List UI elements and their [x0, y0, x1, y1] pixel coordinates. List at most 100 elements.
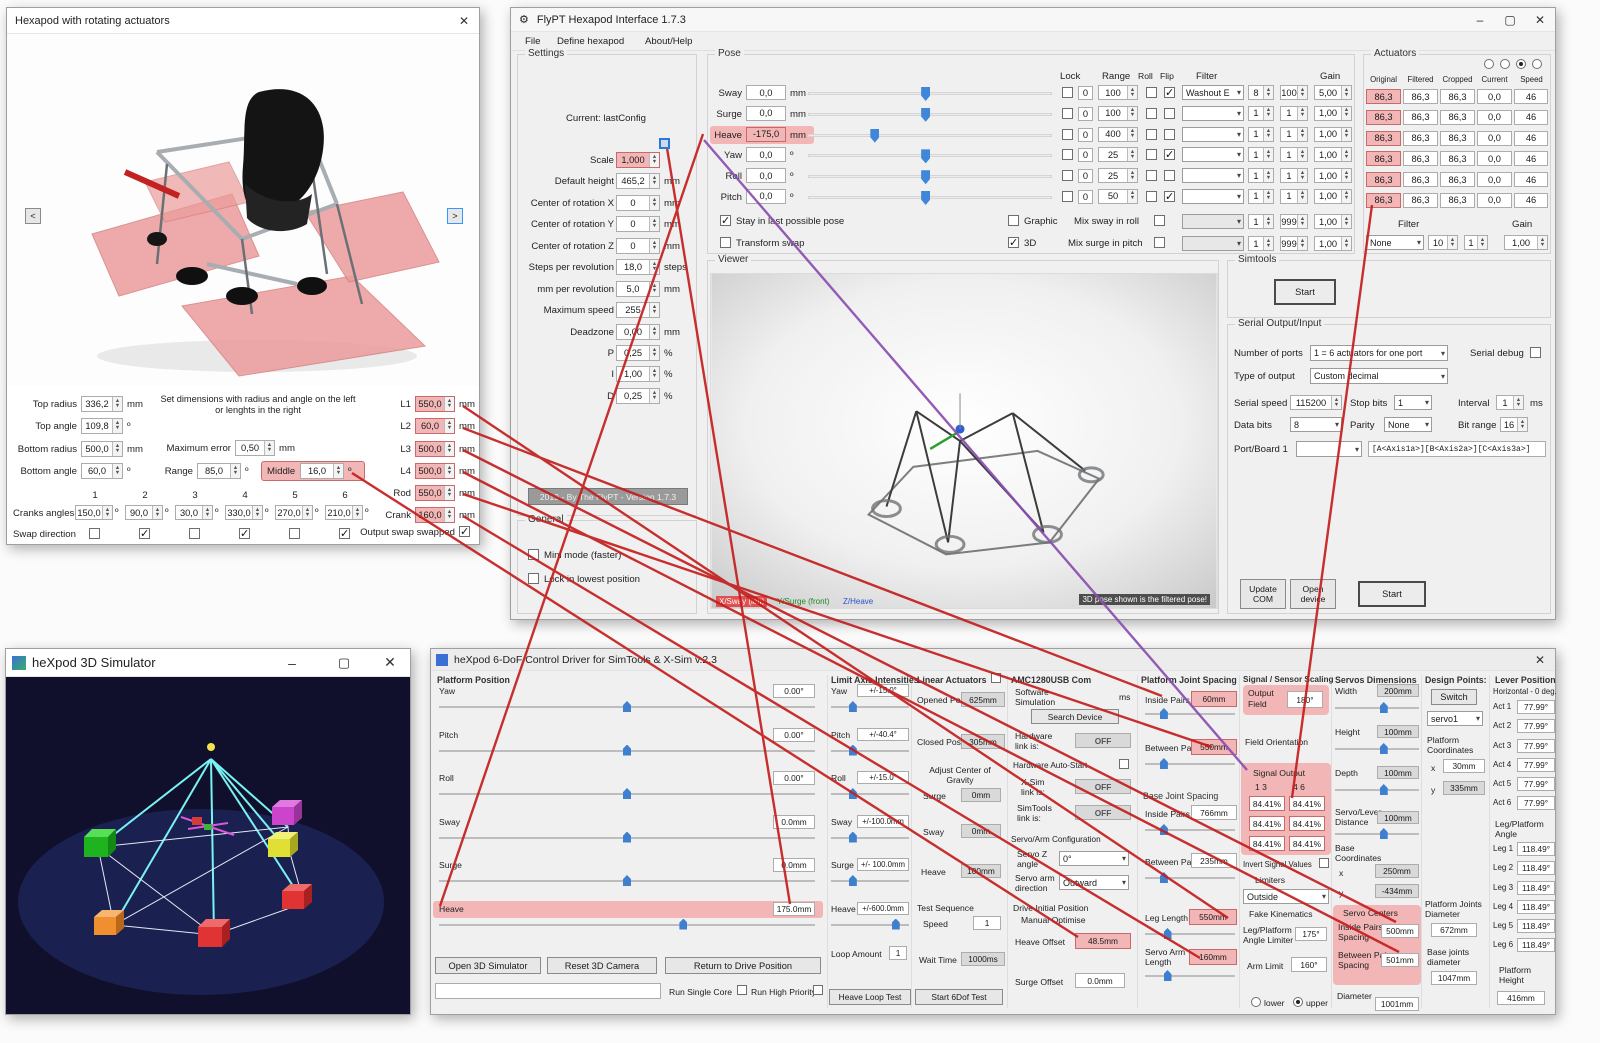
pose-slider[interactable] [808, 170, 1052, 185]
spinner-icon[interactable]: ▲▼ [1263, 86, 1273, 99]
slider-thumb[interactable] [848, 701, 857, 712]
roll-checkbox[interactable] [1146, 107, 1157, 119]
pose-value-input[interactable]: 0,0 [746, 188, 786, 204]
spinner-icon[interactable]: ▲▼ [649, 217, 659, 232]
lock-value[interactable]: 0 [1078, 169, 1093, 184]
roll-checkbox[interactable] [1146, 149, 1157, 161]
pose-value-input[interactable]: 0,0 [746, 147, 786, 163]
slider-thumb[interactable] [891, 918, 900, 930]
spinner-icon[interactable]: ▲▼ [649, 324, 659, 339]
filter-param2-input[interactable]: 100▲▼ [1280, 85, 1308, 100]
lock-checkbox[interactable] [1062, 107, 1073, 119]
slider-thumb[interactable] [1379, 828, 1388, 839]
viewer-3d-render[interactable] [710, 273, 1218, 609]
spinner-icon[interactable]: ▲▼ [649, 388, 659, 403]
spinner-icon[interactable]: ▲▼ [1127, 106, 1137, 120]
mix2-p2-input[interactable]: 999▲▼ [1280, 236, 1308, 251]
mix-sway-roll-checkbox[interactable] [1154, 215, 1165, 226]
gain-input[interactable]: 1,00▲▼ [1314, 126, 1352, 142]
dim-value[interactable]: 200mm [1377, 684, 1419, 697]
slider-thumb[interactable] [848, 875, 857, 886]
filter-param2-input[interactable]: 1▲▼ [1280, 168, 1308, 184]
prev-button[interactable]: < [25, 208, 41, 224]
platform-joints-diameter-value[interactable]: 672mm [1431, 923, 1477, 937]
stop-bits-dropdown[interactable]: 1 [1394, 395, 1432, 410]
spinner-icon[interactable]: ▲▼ [230, 464, 240, 478]
slider-thumb[interactable] [1159, 758, 1168, 769]
range-input[interactable]: 85,0▲▼ [197, 463, 241, 479]
limit-slider[interactable] [831, 788, 909, 799]
version-button[interactable]: 2019 - By The FlyPT - Version 1.7.3 [528, 488, 688, 505]
crank-angle-input[interactable]: 30,0▲▼ [175, 505, 213, 520]
platform-height-value[interactable]: 416mm [1497, 991, 1545, 1005]
spinner-icon[interactable]: ▲▼ [649, 174, 659, 189]
limit-value[interactable]: +/-600.0mm [857, 901, 909, 915]
servo-lever-slider[interactable] [1335, 828, 1419, 839]
update-com-button[interactable]: Update COM [1240, 579, 1286, 609]
inside-pairs-value[interactable]: 60mm [1191, 691, 1237, 707]
slider-thumb[interactable] [870, 128, 880, 143]
setting-input[interactable]: 465,2▲▼ [616, 173, 660, 190]
filter-param2-input[interactable]: 1▲▼ [1280, 126, 1308, 142]
spinner-icon[interactable]: ▲▼ [1341, 148, 1351, 162]
pose-slider[interactable] [808, 107, 1052, 122]
diameter-value[interactable]: 1001mm [1375, 997, 1419, 1011]
slider-thumb[interactable] [921, 87, 931, 101]
spinner-icon[interactable]: ▲▼ [1297, 86, 1307, 99]
slider-thumb[interactable] [921, 190, 931, 205]
titlebar[interactable]: Hexapod with rotating actuators ✕ [7, 8, 479, 34]
setting-input[interactable]: 1,00▲▼ [616, 366, 660, 383]
minimize-icon[interactable]: – [1476, 12, 1484, 27]
roll-checkbox[interactable] [1146, 128, 1157, 140]
crank-angle-input[interactable]: 150,0▲▼ [75, 505, 113, 520]
setting-input[interactable]: 5,0▲▼ [616, 280, 660, 297]
slider-thumb[interactable] [623, 701, 631, 712]
axis-value[interactable]: 0.00° [773, 727, 815, 742]
setting-input[interactable]: 0▲▼ [616, 216, 660, 233]
slider-thumb[interactable] [623, 744, 631, 756]
spinner-icon[interactable]: ▲▼ [444, 441, 454, 456]
spinner-icon[interactable]: ▲▼ [1297, 237, 1307, 250]
slider-thumb[interactable] [623, 831, 631, 843]
heave-offset-value[interactable]: 48.5mm [1075, 933, 1131, 949]
test-speed-input[interactable]: 1 [973, 916, 1001, 930]
slider-thumb[interactable] [1163, 928, 1172, 939]
mix1-p2-input[interactable]: 999▲▼ [1280, 214, 1308, 229]
spinner-icon[interactable]: ▲▼ [1297, 106, 1307, 120]
spinner-icon[interactable]: ▲▼ [1263, 106, 1273, 120]
dim-input[interactable]: 336,2▲▼ [81, 396, 123, 412]
mix2-p1-input[interactable]: 1▲▼ [1248, 236, 1274, 251]
search-device-button[interactable]: Search Device [1031, 709, 1119, 724]
spinner-icon[interactable]: ▲▼ [1341, 127, 1351, 141]
slider-thumb[interactable] [848, 831, 857, 843]
output-swap-checkbox[interactable] [459, 525, 470, 538]
leg-length-value[interactable]: 550mm [1189, 909, 1237, 925]
filter-param2-input[interactable]: 1▲▼ [1280, 188, 1308, 204]
spinner-icon[interactable]: ▲▼ [1263, 169, 1273, 183]
filter-param1-input[interactable]: 1▲▼ [1248, 168, 1274, 184]
close-icon[interactable]: ✕ [458, 13, 470, 28]
servo-z-angle-dropdown[interactable]: 0° [1059, 851, 1129, 866]
spinner-icon[interactable]: ▲▼ [302, 506, 312, 519]
axis-value[interactable]: 0.0mm [773, 814, 815, 829]
dim-slider[interactable] [1335, 702, 1419, 713]
crank-angle-input[interactable]: 90,0▲▼ [125, 505, 163, 520]
spinner-icon[interactable]: ▲▼ [444, 508, 454, 523]
swap-direction-checkbox[interactable] [89, 528, 100, 539]
upper-radio[interactable] [1293, 997, 1303, 1007]
length-input[interactable]: 550,0▲▼ [415, 396, 455, 412]
spinner-icon[interactable]: ▲▼ [1127, 127, 1137, 141]
switch-button[interactable]: Switch [1431, 689, 1477, 705]
servo-side-dropdown[interactable]: Outside [1243, 889, 1329, 904]
simulator-3d-render[interactable] [6, 677, 410, 1014]
run-single-core-checkbox[interactable] [737, 985, 747, 995]
filter-dropdown[interactable] [1182, 105, 1244, 121]
filter-param1-input[interactable]: 1▲▼ [1248, 105, 1274, 121]
mix2-filter-dropdown[interactable] [1182, 236, 1244, 251]
lock-lowest-checkbox[interactable] [528, 573, 539, 584]
spinner-icon[interactable]: ▲▼ [1341, 215, 1351, 228]
spinner-icon[interactable]: ▲▼ [1341, 169, 1351, 183]
actuator-view-radio-4[interactable] [1532, 59, 1542, 69]
limit-slider[interactable] [831, 744, 909, 756]
transform-swap-checkbox[interactable] [720, 237, 731, 248]
